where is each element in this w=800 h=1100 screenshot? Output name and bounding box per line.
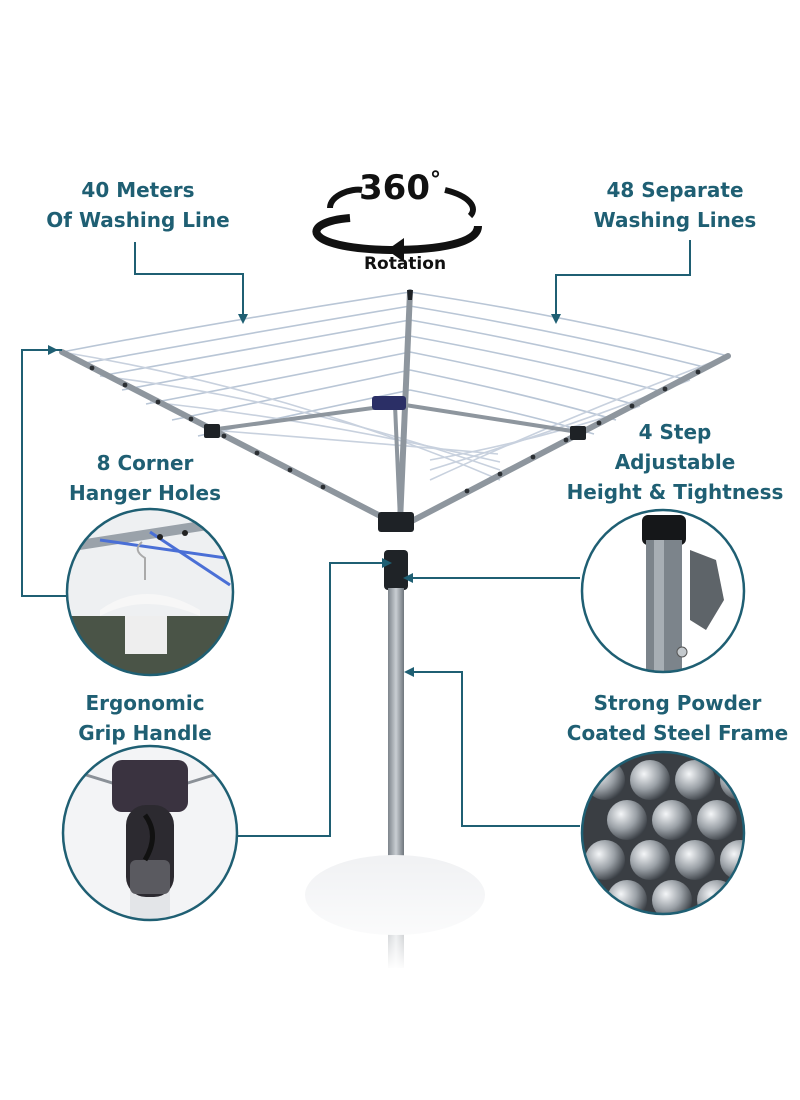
feature-line-1: 40 Meters [81, 178, 195, 202]
feature-line-2: Washing Lines [593, 208, 757, 232]
feature-adjustable: 4 Step Adjustable Height & Tightness [560, 417, 790, 507]
steel-frame-inset [580, 750, 746, 916]
feature-line-2: Grip Handle [78, 721, 212, 745]
feature-hanger-holes: 8 Corner Hanger Holes [50, 448, 240, 508]
feature-line-1: 4 Step [638, 420, 712, 444]
arm-hole-marks [89, 365, 701, 494]
dryer-arms [59, 289, 731, 525]
rotation-value: 360° [359, 168, 441, 208]
degree-symbol: ° [429, 168, 441, 193]
frame-brackets [204, 290, 586, 532]
feature-line-1: Ergonomic [85, 691, 205, 715]
dryer-pole [300, 550, 500, 970]
hanger-holes-inset [65, 507, 235, 677]
adjustable-inset [580, 508, 746, 674]
feature-line-3: Height & Tightness [566, 480, 784, 504]
callout-lines [21, 240, 691, 837]
feature-line-1: 48 Separate [606, 178, 744, 202]
feature-line-2: Hanger Holes [69, 481, 221, 505]
feature-line-1: 8 Corner [96, 451, 194, 475]
feature-grip-handle: Ergonomic Grip Handle [45, 688, 245, 748]
feature-washing-line: 40 Meters Of Washing Line [38, 175, 238, 235]
grip-handle-inset [61, 744, 239, 922]
feature-separate-lines: 48 Separate Washing Lines [575, 175, 775, 235]
feature-line-2: Coated Steel Frame [566, 721, 789, 745]
feature-line-1: Strong Powder [593, 691, 762, 715]
washing-lines [61, 291, 729, 481]
feature-line-2: Adjustable [614, 450, 736, 474]
callout-arrowheads [48, 314, 561, 677]
feature-line-2: Of Washing Line [46, 208, 230, 232]
rotation-label: Rotation [363, 254, 447, 274]
rotation-arrow-icon [312, 186, 482, 262]
feature-steel-frame: Strong Powder Coated Steel Frame [555, 688, 800, 748]
